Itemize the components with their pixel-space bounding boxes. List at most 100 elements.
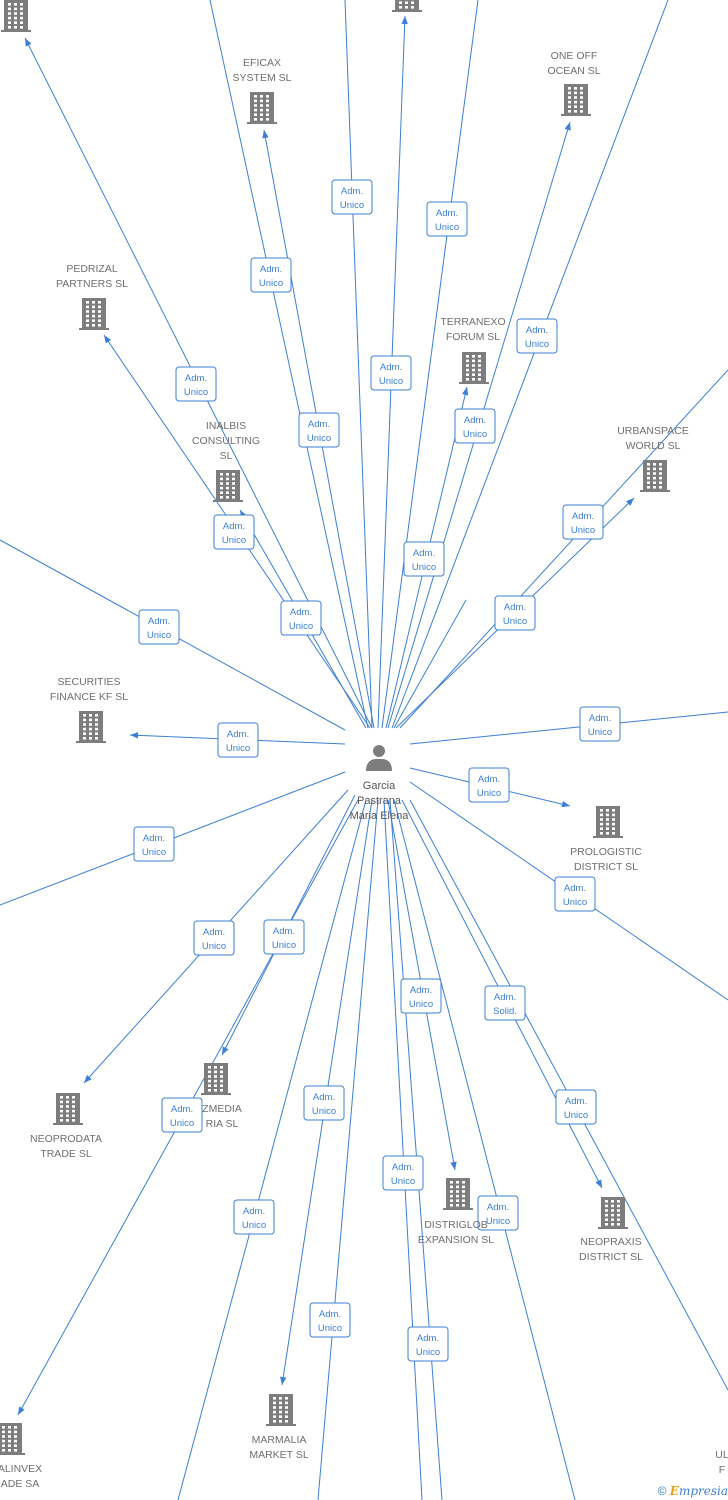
edge-label-text: Unico	[416, 1347, 440, 1358]
edge-arrowhead	[130, 732, 139, 739]
edge-label[interactable]: Adm. Unico	[562, 504, 604, 540]
edge-label[interactable]: Adm.Unico	[516, 318, 558, 354]
edge-label-box	[303, 1085, 345, 1121]
company-node-marmalia[interactable]: MARMALIA MARKET SL	[249, 1394, 309, 1461]
edge-label-text: Adm.	[417, 1333, 439, 1344]
edge-label-text: Adm.	[572, 511, 594, 522]
edge-label-text: Unico	[409, 999, 433, 1010]
edge-label[interactable]: Adm.Unico	[175, 366, 217, 402]
edge-label[interactable]: Adm.Unico	[331, 179, 373, 215]
company-name-line: NEOPRAXIS	[580, 1236, 641, 1248]
company-name-line: SL	[220, 450, 233, 462]
edge-label[interactable]: Adm.Unico	[382, 1155, 424, 1191]
edge-label-text: Adm.	[436, 208, 458, 219]
company-name-line: ONE OFF	[551, 50, 598, 62]
edge-label-text: Adm.	[227, 729, 249, 740]
edge-label[interactable]: Adm.Unico	[298, 412, 340, 448]
company-name-line: SYSTEM SL	[233, 72, 292, 84]
edge-label[interactable]: Adm. Unico	[407, 1326, 449, 1362]
edge-label[interactable]: Adm.Unico	[250, 257, 292, 293]
edge-label[interactable]: Adm.Unico	[454, 408, 496, 444]
edge-label-text: Adm.	[260, 264, 282, 275]
edge-label[interactable]: Adm. Unico	[133, 826, 175, 862]
edge-label-text: Adm.	[478, 774, 500, 785]
edge-label-text: Unico	[272, 940, 296, 951]
edge-label[interactable]: Adm. Unico	[426, 201, 468, 237]
edge-label-text: Unico	[142, 847, 166, 858]
company-name-line: MARMALIA	[252, 1434, 307, 1446]
edge-label-text: Adm.	[341, 186, 363, 197]
edge-label-text: Unico	[571, 525, 595, 536]
edge-label[interactable]: Adm.Unico	[217, 722, 259, 758]
company-node-top-left[interactable]	[1, 0, 31, 32]
edge-label[interactable]: Adm. Unico	[400, 978, 442, 1014]
edge-label[interactable]: Adm.Unico	[579, 706, 621, 742]
edge-label-text: Adm.	[223, 521, 245, 532]
edge-label[interactable]: Adm.Unico	[477, 1195, 519, 1231]
edge-label-text: Unico	[435, 222, 459, 233]
edge-label[interactable]: Adm. Unico	[233, 1199, 275, 1235]
building-icon	[0, 1423, 25, 1455]
edge-label-text: Unico	[222, 535, 246, 546]
company-name-line: TERRANEXO	[440, 316, 505, 328]
edge-5	[381, 0, 479, 729]
company-node-ul-right[interactable]: ULF	[715, 1404, 728, 1476]
company-name-line: UL	[715, 1449, 728, 1461]
edge-label-text: Unico	[170, 1118, 194, 1129]
edge-label-text: Unico	[242, 1220, 266, 1231]
building-icon	[561, 84, 591, 116]
building-icon	[76, 711, 106, 743]
company-name-line: MARKET SL	[249, 1449, 308, 1461]
edge-label[interactable]: Adm.Unico	[554, 876, 596, 912]
edge-label[interactable]: Adm.Unico	[263, 919, 305, 955]
edge-arrowhead	[222, 1046, 229, 1055]
edge-label[interactable]: Adm.Unico	[403, 541, 445, 577]
building-icon	[593, 806, 623, 838]
edge-label-text: Unico	[412, 562, 436, 573]
edge-label[interactable]: Adm.Unico	[309, 1302, 351, 1338]
edge-label-text: Adm.	[243, 1206, 265, 1217]
edge-label[interactable]: Adm.Unico	[303, 1085, 345, 1121]
edge-arrowhead	[462, 387, 469, 396]
edge-28	[389, 799, 443, 1500]
edge-label-box	[161, 1097, 203, 1133]
edge-label-text: Adm.	[143, 833, 165, 844]
edge-label[interactable]: Adm.Solid.	[484, 985, 526, 1021]
edge-label-text: Unico	[318, 1323, 342, 1334]
edge-label[interactable]: Adm.Unico	[138, 609, 180, 645]
edge-label[interactable]: Adm.Unico	[468, 767, 510, 803]
edge-label[interactable]: Adm.Unico	[193, 920, 235, 956]
edge-label-box	[407, 1326, 449, 1362]
edge-25	[317, 799, 379, 1500]
edge-label[interactable]: Adm.Unico	[161, 1097, 203, 1133]
edge-label[interactable]: Adm.Unico	[280, 600, 322, 636]
edge-label[interactable]: Adm.Unico	[555, 1089, 597, 1125]
company-name-line: PROLOGISTIC	[570, 846, 642, 858]
edge-label-box	[250, 257, 292, 293]
edge-arrowhead	[104, 335, 112, 344]
edge-label[interactable]: Adm.Unico	[370, 355, 412, 391]
edge-label-text: Adm.	[380, 362, 402, 373]
edge-label[interactable]: Adm. Unico	[213, 514, 255, 550]
edge-label-text: Adm.	[410, 985, 432, 996]
edge-label[interactable]: Adm.Unico	[494, 595, 536, 631]
edge-label-box	[175, 366, 217, 402]
building-icon	[79, 298, 109, 330]
edge-label-box	[477, 1195, 519, 1231]
company-node-top-center[interactable]	[392, 0, 422, 12]
footer-credit: © Empresia	[658, 1484, 728, 1498]
